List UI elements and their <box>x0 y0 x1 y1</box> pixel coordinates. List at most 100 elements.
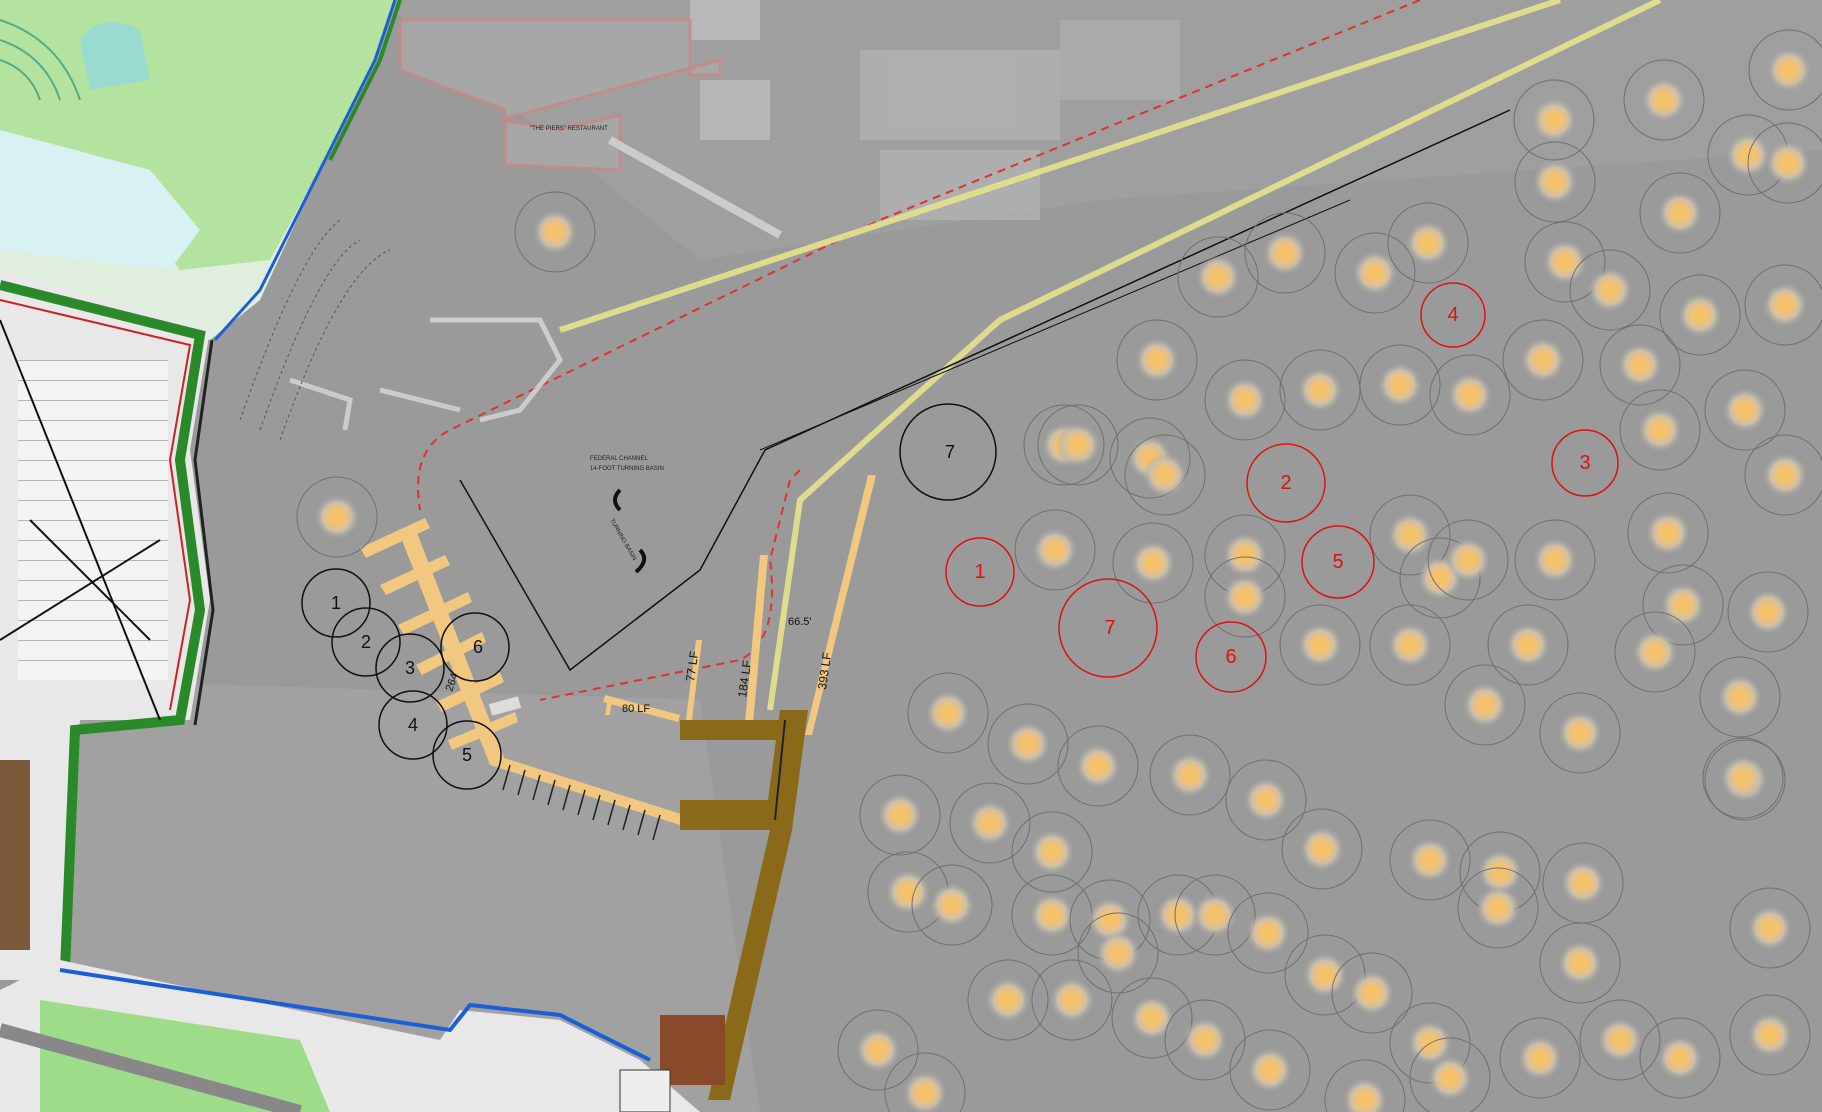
mooring-ring <box>1699 656 1781 738</box>
mooring-buoy <box>315 495 359 539</box>
dimension-77-lf: 77 LF <box>683 650 701 682</box>
dimension-66-5: 66.5' <box>788 616 812 628</box>
guide-line-1 <box>0 319 161 721</box>
mooring-buoy <box>1033 528 1077 572</box>
mooring-ring <box>1109 417 1191 499</box>
dimension-80-lf: 80 LF <box>622 703 650 715</box>
red-marker-4-ring <box>1420 282 1486 348</box>
mooring-buoy <box>1196 255 1240 299</box>
mooring-ring <box>1623 59 1705 141</box>
mooring-buoy <box>1076 744 1120 788</box>
mooring-buoy <box>1130 996 1174 1040</box>
property-line <box>0 299 192 711</box>
black-marker-3: 3 <box>405 658 415 678</box>
mooring-buoy <box>1533 538 1577 582</box>
mooring-ring <box>1334 232 1416 314</box>
mooring-buoy <box>1056 423 1100 467</box>
mooring-buoy <box>878 793 922 837</box>
mooring-buoy <box>1518 1036 1562 1080</box>
existing-docks <box>289 317 563 431</box>
mooring-buoy <box>1561 861 1605 905</box>
mooring-buoy <box>926 691 970 735</box>
landscape-buffer <box>0 280 206 995</box>
mooring-ring <box>1539 922 1621 1004</box>
mooring-ring <box>1324 1059 1406 1112</box>
mooring-ring <box>1204 556 1286 638</box>
mooring-field <box>296 29 1822 1112</box>
mooring-buoy <box>1558 941 1602 985</box>
mooring-ring <box>1369 494 1451 576</box>
guide-line-2 <box>0 539 161 641</box>
mooring-ring <box>1279 604 1361 686</box>
mooring-ring <box>1124 434 1206 516</box>
boat-icon <box>488 696 522 716</box>
existing-restaurant-building <box>398 18 722 172</box>
mooring-ring <box>1116 319 1198 401</box>
mooring-buoy <box>1558 711 1602 755</box>
mooring-ring <box>1387 202 1469 284</box>
mooring-ring <box>1429 354 1511 436</box>
mooring-ring <box>1389 819 1471 901</box>
mooring-ring <box>1487 604 1569 686</box>
mooring-buoy <box>1223 378 1267 422</box>
mooring-buoy <box>1006 722 1050 766</box>
mooring-ring <box>1747 122 1822 204</box>
turning-arrow-1 <box>613 488 622 512</box>
red-marker-group <box>945 282 1619 693</box>
black-marker-6: 6 <box>473 637 483 657</box>
mooring-buoy <box>1193 893 1237 937</box>
mooring-buoy <box>1763 453 1807 497</box>
mooring-buoy <box>1388 513 1432 557</box>
mooring-buoy <box>1298 623 1342 667</box>
mooring-buoy <box>1532 98 1576 142</box>
mooring-ring <box>1457 867 1539 949</box>
federal-channel-outline <box>459 109 1511 672</box>
channel-label-2: 14-FOOT TURNING BASIN <box>590 466 664 472</box>
mooring-buoy <box>1448 373 1492 417</box>
mooring-buoy <box>1183 1018 1227 1062</box>
mooring-buoy <box>986 978 1030 1022</box>
mooring-ring <box>1619 389 1701 471</box>
bulkhead <box>193 339 215 726</box>
mooring-buoy <box>1646 511 1690 555</box>
mooring-buoy <box>1223 533 1267 577</box>
mooring-ring <box>1639 172 1721 254</box>
mooring-buoy <box>1096 931 1140 975</box>
red-marker-5: 5 <box>1332 551 1343 573</box>
south-road <box>0 1023 302 1112</box>
mooring-ring <box>1599 324 1681 406</box>
mooring-buoy <box>1156 893 1200 937</box>
channel-edge <box>759 199 1351 451</box>
mooring-buoy <box>1030 830 1074 874</box>
mooring-buoy <box>1642 78 1686 122</box>
mooring-ring <box>1499 1017 1581 1099</box>
mooring-buoy <box>1718 675 1762 719</box>
mooring-ring <box>1409 1037 1491 1112</box>
south-lawn <box>40 1000 330 1112</box>
mooring-ring <box>859 774 941 856</box>
red-marker-2: 2 <box>1280 472 1291 494</box>
red-marker-labels: 1 2 3 4 5 6 7 <box>974 304 1590 668</box>
amphitheater <box>0 19 81 101</box>
mooring-ring <box>1569 249 1651 331</box>
black-marker-4-ring <box>378 690 448 760</box>
mooring-ring <box>1229 1029 1311 1111</box>
mooring-buoy <box>1521 338 1565 382</box>
red-marker-3: 3 <box>1579 452 1590 474</box>
mooring-ring <box>1014 509 1096 591</box>
mooring-buoy <box>1050 978 1094 1022</box>
mooring-buoy <box>903 1071 947 1112</box>
mooring-ring <box>907 672 989 754</box>
mooring-buoy <box>1476 886 1520 930</box>
slip-lines <box>502 764 661 841</box>
dimension-393-lf: 393 LF <box>815 651 834 690</box>
red-marker-2-ring <box>1246 443 1326 523</box>
mooring-ring <box>1225 759 1307 841</box>
mooring-buoy <box>1678 293 1722 337</box>
black-marker-labels: 1 2 3 4 5 6 7 <box>331 442 955 765</box>
mooring-ring <box>1659 274 1741 356</box>
restaurant-label: "THE PIERS" RESTAURANT <box>530 126 608 132</box>
navigation-line <box>559 0 1662 711</box>
plaza-area <box>0 130 200 270</box>
